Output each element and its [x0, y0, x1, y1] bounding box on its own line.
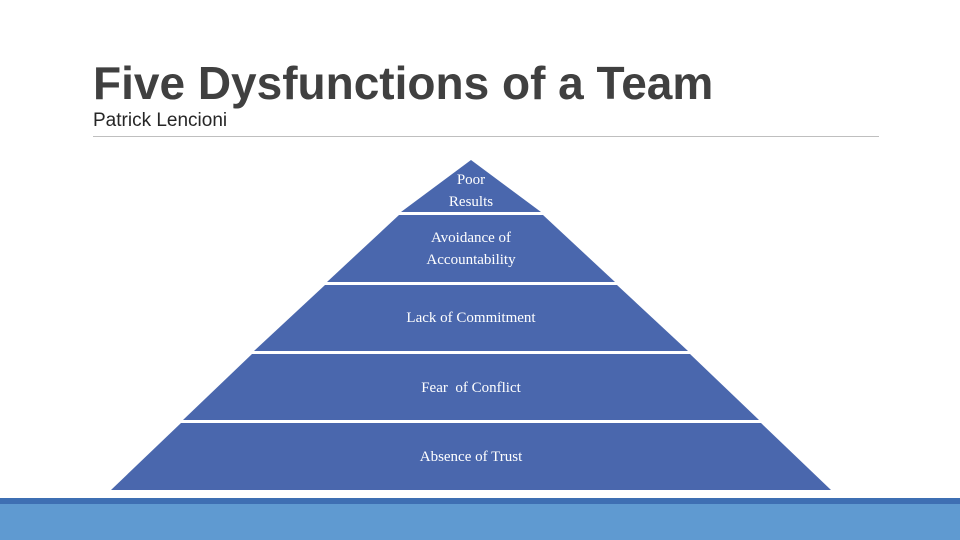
tier-label-line: Lack of Commitment — [406, 310, 536, 326]
tier-label-line: Results — [448, 194, 494, 210]
pyramid-tier-5 — [111, 423, 831, 490]
slide-title: Five Dysfunctions of a Team — [93, 57, 714, 109]
tier-label-absence-of-trust: Absence of Trust — [341, 446, 601, 468]
pyramid-tier-3 — [254, 285, 688, 351]
tier-label-fear-of-conflict: Fear of Conflict — [341, 377, 601, 399]
tier-label-line: Avoidance of — [430, 230, 512, 246]
title-divider — [93, 136, 879, 137]
pyramid-tier-1 — [401, 160, 541, 212]
tier-label-avoidance-of-accountability: Avoidance of Accountability — [371, 227, 571, 271]
footer-accent-stripe — [0, 498, 960, 504]
tier-label-line: Fear of Conflict — [421, 380, 521, 396]
footer-bar — [0, 504, 960, 540]
pyramid-tier-2 — [327, 215, 615, 282]
tier-label-line: Absence of Trust — [419, 449, 523, 465]
tier-label-line: Accountability — [426, 252, 516, 268]
slide-subtitle: Patrick Lencioni — [93, 110, 228, 131]
tier-label-line: Poor — [456, 172, 486, 188]
pyramid-tier-4 — [183, 354, 759, 420]
tier-label-lack-of-commitment: Lack of Commitment — [341, 307, 601, 329]
tier-label-poor-results: Poor Results — [411, 169, 531, 213]
